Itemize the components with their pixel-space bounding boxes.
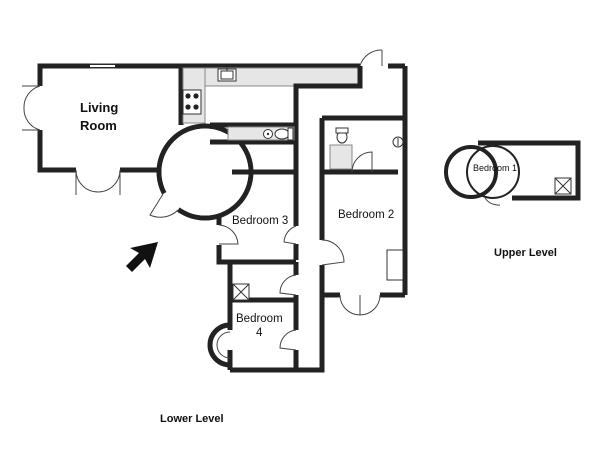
closet-box-icon: [232, 283, 250, 301]
bedroom-3-label: Bedroom 3: [232, 215, 288, 227]
living-room-walls: [37, 63, 360, 86]
sink-icon: [217, 67, 237, 82]
wc-room: [210, 122, 296, 145]
entrance-arrow-icon: [126, 242, 158, 272]
stove-icon: [182, 89, 202, 115]
bedroom-4-door: [279, 329, 297, 351]
bedroom-2-room: [322, 249, 405, 316]
bedroom-4-label-1: Bedroom: [236, 313, 283, 325]
bedroom-4-walls: [230, 320, 325, 373]
closet-box-icon: [554, 177, 572, 195]
lower-level-plan: [22, 49, 408, 373]
bedroom-3-door: [218, 224, 239, 245]
living-room-label-2: Room: [80, 118, 117, 133]
toilet-icon: [335, 127, 349, 144]
living-room-left-french-door: [22, 85, 41, 131]
corridor-door: [321, 239, 345, 266]
living-room-bottom-french-door: [75, 169, 121, 195]
closet-door: [279, 274, 297, 296]
bedroom-3-corridor-door: [283, 225, 297, 245]
bedroom-2-label: Bedroom 2: [338, 209, 394, 221]
sink-icon: [392, 136, 404, 148]
bedroom-3-walls: [232, 169, 299, 226]
bedroom-4-bay-window: [207, 322, 231, 368]
living-room-label-1: Living: [80, 100, 118, 115]
room-labels: Living Room Bedroom 3 Bedroom 2 Bedroom …: [80, 100, 557, 425]
lower-level-label: Lower Level: [160, 413, 224, 425]
upper-level-plan: [444, 140, 581, 206]
sink-icon: [263, 129, 273, 139]
toilet-icon: [274, 127, 294, 141]
bedroom-4-label-2: 4: [256, 327, 263, 339]
bedroom-1-label: Bedroom 1: [473, 163, 517, 173]
living-room-left-wall: [37, 130, 76, 173]
bathroom: [322, 66, 408, 295]
top-right-door: [359, 49, 383, 67]
kitchen-right-walls: [293, 66, 363, 172]
upper-level-label: Upper Level: [494, 247, 557, 259]
